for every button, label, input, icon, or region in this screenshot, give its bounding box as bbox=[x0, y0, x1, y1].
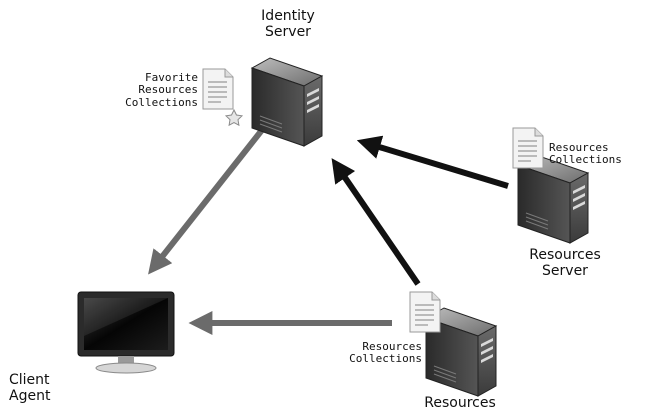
identity-server-label: Identity Server bbox=[261, 8, 315, 40]
client-monitor-icon bbox=[77, 291, 175, 374]
resources-collections-document-icon-2 bbox=[409, 291, 441, 333]
resources-server-label: Resources Server bbox=[529, 247, 601, 279]
resources-label: Resources bbox=[424, 395, 496, 411]
arrow-resources-to-identity bbox=[331, 158, 421, 286]
resources-server-collections-label: Resources Collections bbox=[549, 141, 622, 167]
favorite-collections-document-icon bbox=[202, 68, 244, 127]
client-agent-label: Client Agent bbox=[9, 372, 51, 404]
resources-collections-document-icon bbox=[512, 127, 544, 169]
favorite-collections-label: Favorite Resources Collections bbox=[125, 71, 198, 109]
resources-collections-label: Resources Collections bbox=[349, 340, 422, 366]
arrow-resources-server-to-identity bbox=[356, 135, 509, 189]
arrow-identity-to-client bbox=[148, 128, 265, 275]
